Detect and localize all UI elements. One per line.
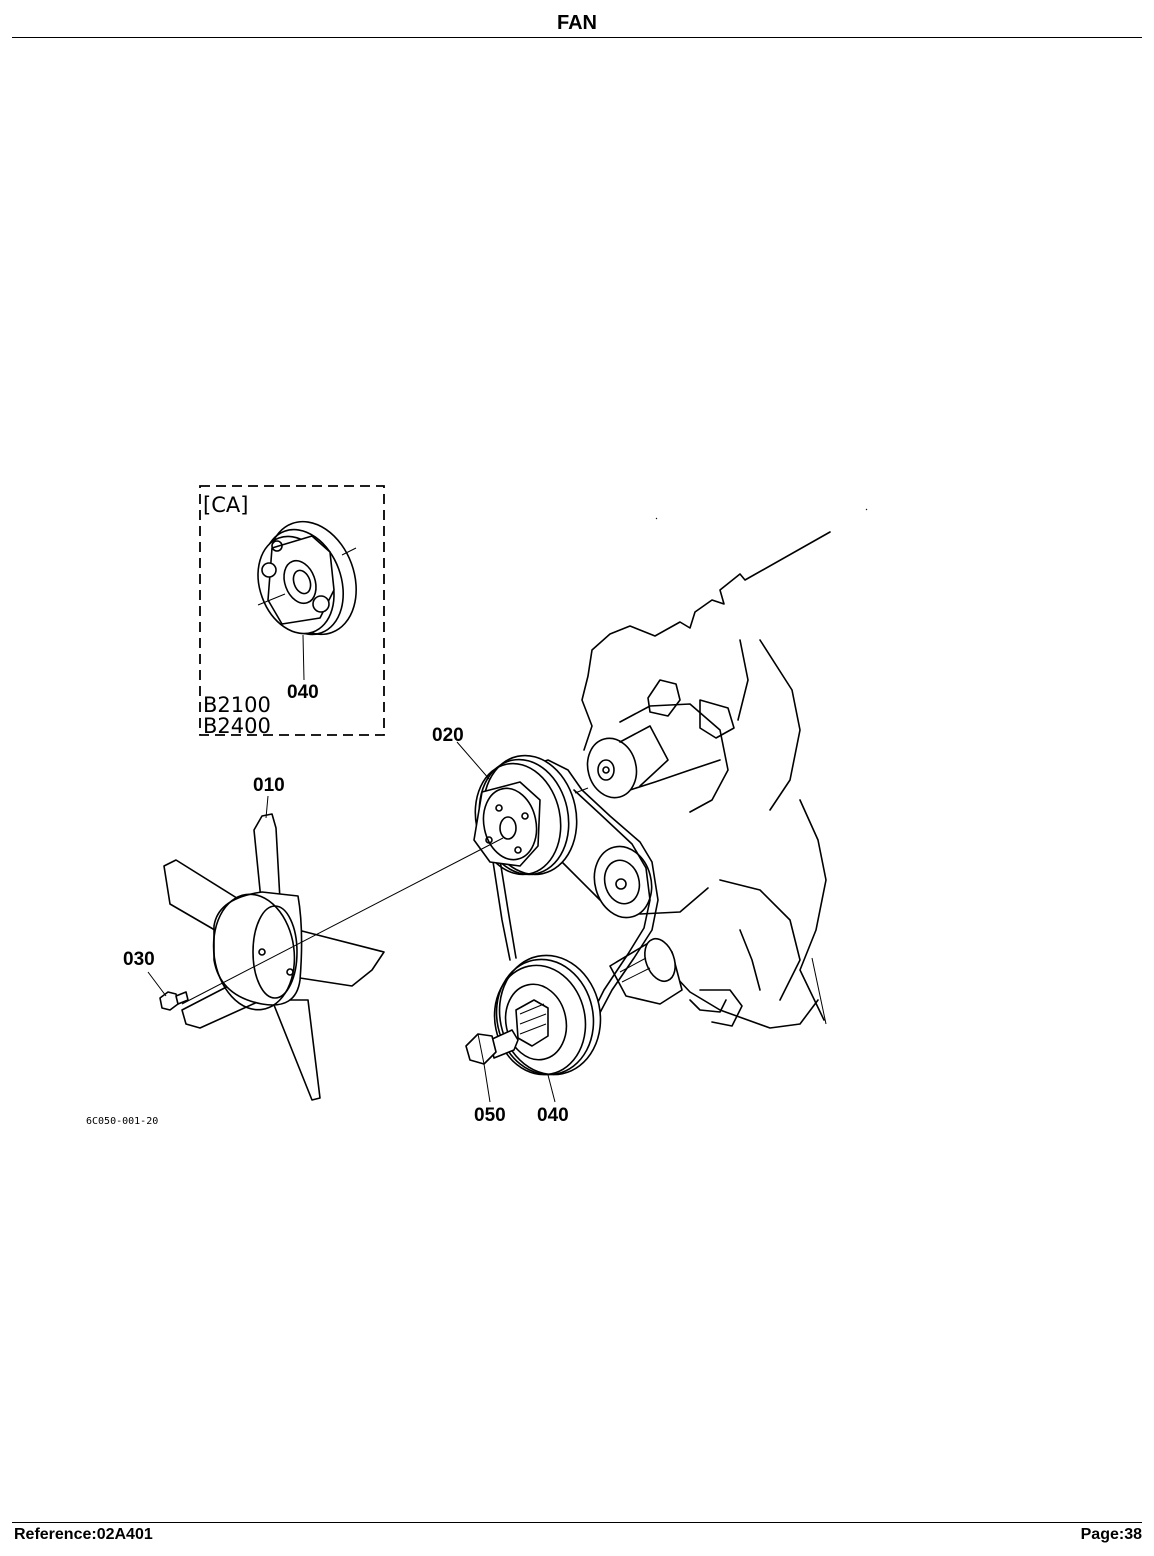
callout-050: 050 [474, 1105, 506, 1126]
inset-ca-box: [CA] B2100 B2400 040 [199, 485, 385, 738]
engine-block-outline [559, 531, 831, 1029]
crank-pulley-040 [493, 954, 602, 1076]
inset-tag: [CA] [203, 493, 248, 517]
header-rule [12, 37, 1142, 38]
inset-model-2: B2400 [203, 714, 271, 738]
callout-040: 040 [537, 1105, 569, 1126]
footer-rule [12, 1522, 1142, 1523]
footer-reference: Reference:02A401 [14, 1526, 153, 1543]
inset-model-1: B2100 [203, 693, 271, 717]
inset-callout-040: 040 [287, 682, 319, 703]
callout-010: 010 [253, 775, 285, 796]
fan-010 [163, 813, 385, 1101]
fan-pulley-020 [473, 754, 578, 876]
crank-bolt-050 [465, 1029, 519, 1065]
figure-code: 6C050-001-20 [86, 1116, 158, 1127]
footer-page-number: Page:38 [1080, 1526, 1142, 1543]
callout-030: 030 [123, 949, 155, 970]
inset-pulley-drawing [257, 520, 357, 636]
callout-020: 020 [432, 725, 464, 746]
page-title: FAN [557, 12, 597, 34]
bolt-030 [159, 991, 189, 1011]
